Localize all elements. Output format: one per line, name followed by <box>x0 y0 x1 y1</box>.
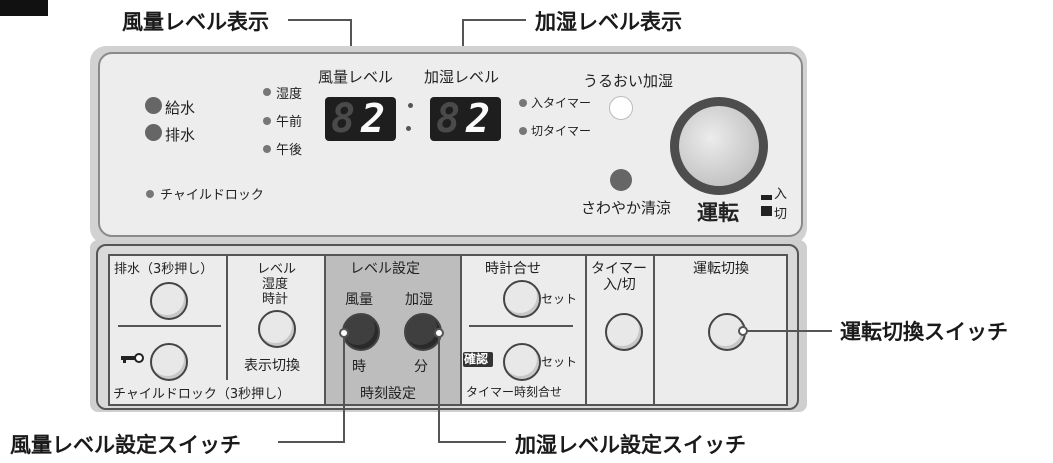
child-lock-lamp <box>146 190 154 198</box>
am-lamp <box>263 117 271 125</box>
clock-set-button[interactable] <box>503 280 541 318</box>
display-cell <box>226 254 326 380</box>
drain-label: 排水 <box>165 126 196 144</box>
humidity-label: 湿度 <box>276 87 303 102</box>
water-supply-lamp <box>145 97 162 114</box>
time-setting-label: 時刻設定 <box>360 386 416 402</box>
fan-level-switch-callout: 風量レベル設定スイッチ <box>10 433 241 457</box>
humid-button-label: 加湿 <box>405 292 433 308</box>
minute-label: 分 <box>414 359 428 375</box>
partial-heading-glyph <box>0 0 48 16</box>
sawayaka-lamp <box>610 169 632 191</box>
humid-level-switch-callout: 加湿レベル設定スイッチ <box>515 433 746 457</box>
run-label: 運転 <box>697 201 739 225</box>
run-mode-label: 運転切換 <box>693 261 749 277</box>
display-switch-button[interactable] <box>258 310 296 348</box>
level-line1: レベル <box>257 262 297 277</box>
drain-button[interactable] <box>150 282 188 320</box>
humid-level-display: 8 2 <box>430 97 501 141</box>
colon-dot-top <box>408 103 413 108</box>
run-button-face <box>679 106 759 186</box>
fan-level-display-callout: 風量レベル表示 <box>122 10 269 34</box>
humid-level-label: 加湿レベル <box>424 68 500 86</box>
set2-label: セット <box>541 355 578 369</box>
humid-display-unlit-digit: 8 <box>436 96 461 142</box>
timer-time-set-button[interactable] <box>503 343 541 381</box>
confirm-label: 確認 <box>464 352 489 366</box>
fan-level-label: 風量レベル <box>318 68 394 86</box>
hour-label: 時 <box>352 359 366 375</box>
confirm-badge: 確認 <box>463 352 493 367</box>
on-timer-label: 入タイマー <box>531 96 592 110</box>
timer-label: タイマー <box>591 261 647 277</box>
timer-time-set-label: タイマー時刻合せ <box>466 385 563 399</box>
leader-run-mode <box>742 330 832 332</box>
humidity-lamp <box>263 88 271 96</box>
leader-humid-level <box>438 338 440 442</box>
uruoi-label: うるおい加湿 <box>583 72 674 90</box>
drain-lamp <box>145 124 162 141</box>
leader-humid-end <box>434 328 444 338</box>
on-timer-lamp <box>519 99 527 107</box>
fan-display-unlit-digit: 8 <box>331 96 356 142</box>
timer-button[interactable] <box>605 313 643 351</box>
on-label: 入 <box>774 187 788 202</box>
pm-lamp <box>263 145 271 153</box>
sawayaka-label: さわやか清涼 <box>581 199 672 217</box>
on-indicator-bar <box>761 195 772 200</box>
leader-fan-end <box>339 328 349 338</box>
colon-dot-bottom <box>406 126 411 131</box>
run-button[interactable] <box>670 97 768 195</box>
uruoi-lamp <box>609 96 633 120</box>
child-lock-label: チャイルドロック <box>160 188 264 203</box>
fan-button-label: 風量 <box>345 292 373 308</box>
off-timer-label: 切タイマー <box>531 124 592 138</box>
off-label: 切 <box>774 207 788 222</box>
drain-button-label: 排水（3秒押し） <box>114 262 214 277</box>
set1-label: セット <box>541 292 578 306</box>
leader-fan-display <box>288 19 352 21</box>
child-lock-button-label: チャイルドロック（3秒押し） <box>113 387 291 402</box>
fan-display-digit: 2 <box>361 96 386 142</box>
child-lock-button[interactable] <box>150 343 188 381</box>
clock-set-label: 時計合せ <box>485 261 541 277</box>
key-icon <box>121 353 147 363</box>
leader-run-mode-end <box>738 326 748 336</box>
level-setting-label: レベル設定 <box>350 261 420 277</box>
clock-divider <box>469 325 573 327</box>
level-line2: 湿度 <box>262 277 289 292</box>
water-supply-label: 給水 <box>165 99 196 117</box>
fan-level-display: 8 2 <box>325 97 396 141</box>
drain-divider <box>118 325 221 327</box>
display-switch-label: 表示切換 <box>244 358 300 374</box>
timer-onoff-label: 入/切 <box>603 277 636 293</box>
leader-humid-display <box>462 19 526 21</box>
humid-display-digit: 2 <box>466 96 491 142</box>
leader-fan-level <box>343 338 345 442</box>
pm-label: 午後 <box>276 143 303 158</box>
am-label: 午前 <box>276 115 303 130</box>
run-mode-switch-callout: 運転切換スイッチ <box>840 320 1008 344</box>
humid-level-display-callout: 加湿レベル表示 <box>535 10 682 34</box>
off-indicator-bar <box>761 206 772 216</box>
off-timer-lamp <box>519 127 527 135</box>
level-line3: 時計 <box>262 292 289 307</box>
